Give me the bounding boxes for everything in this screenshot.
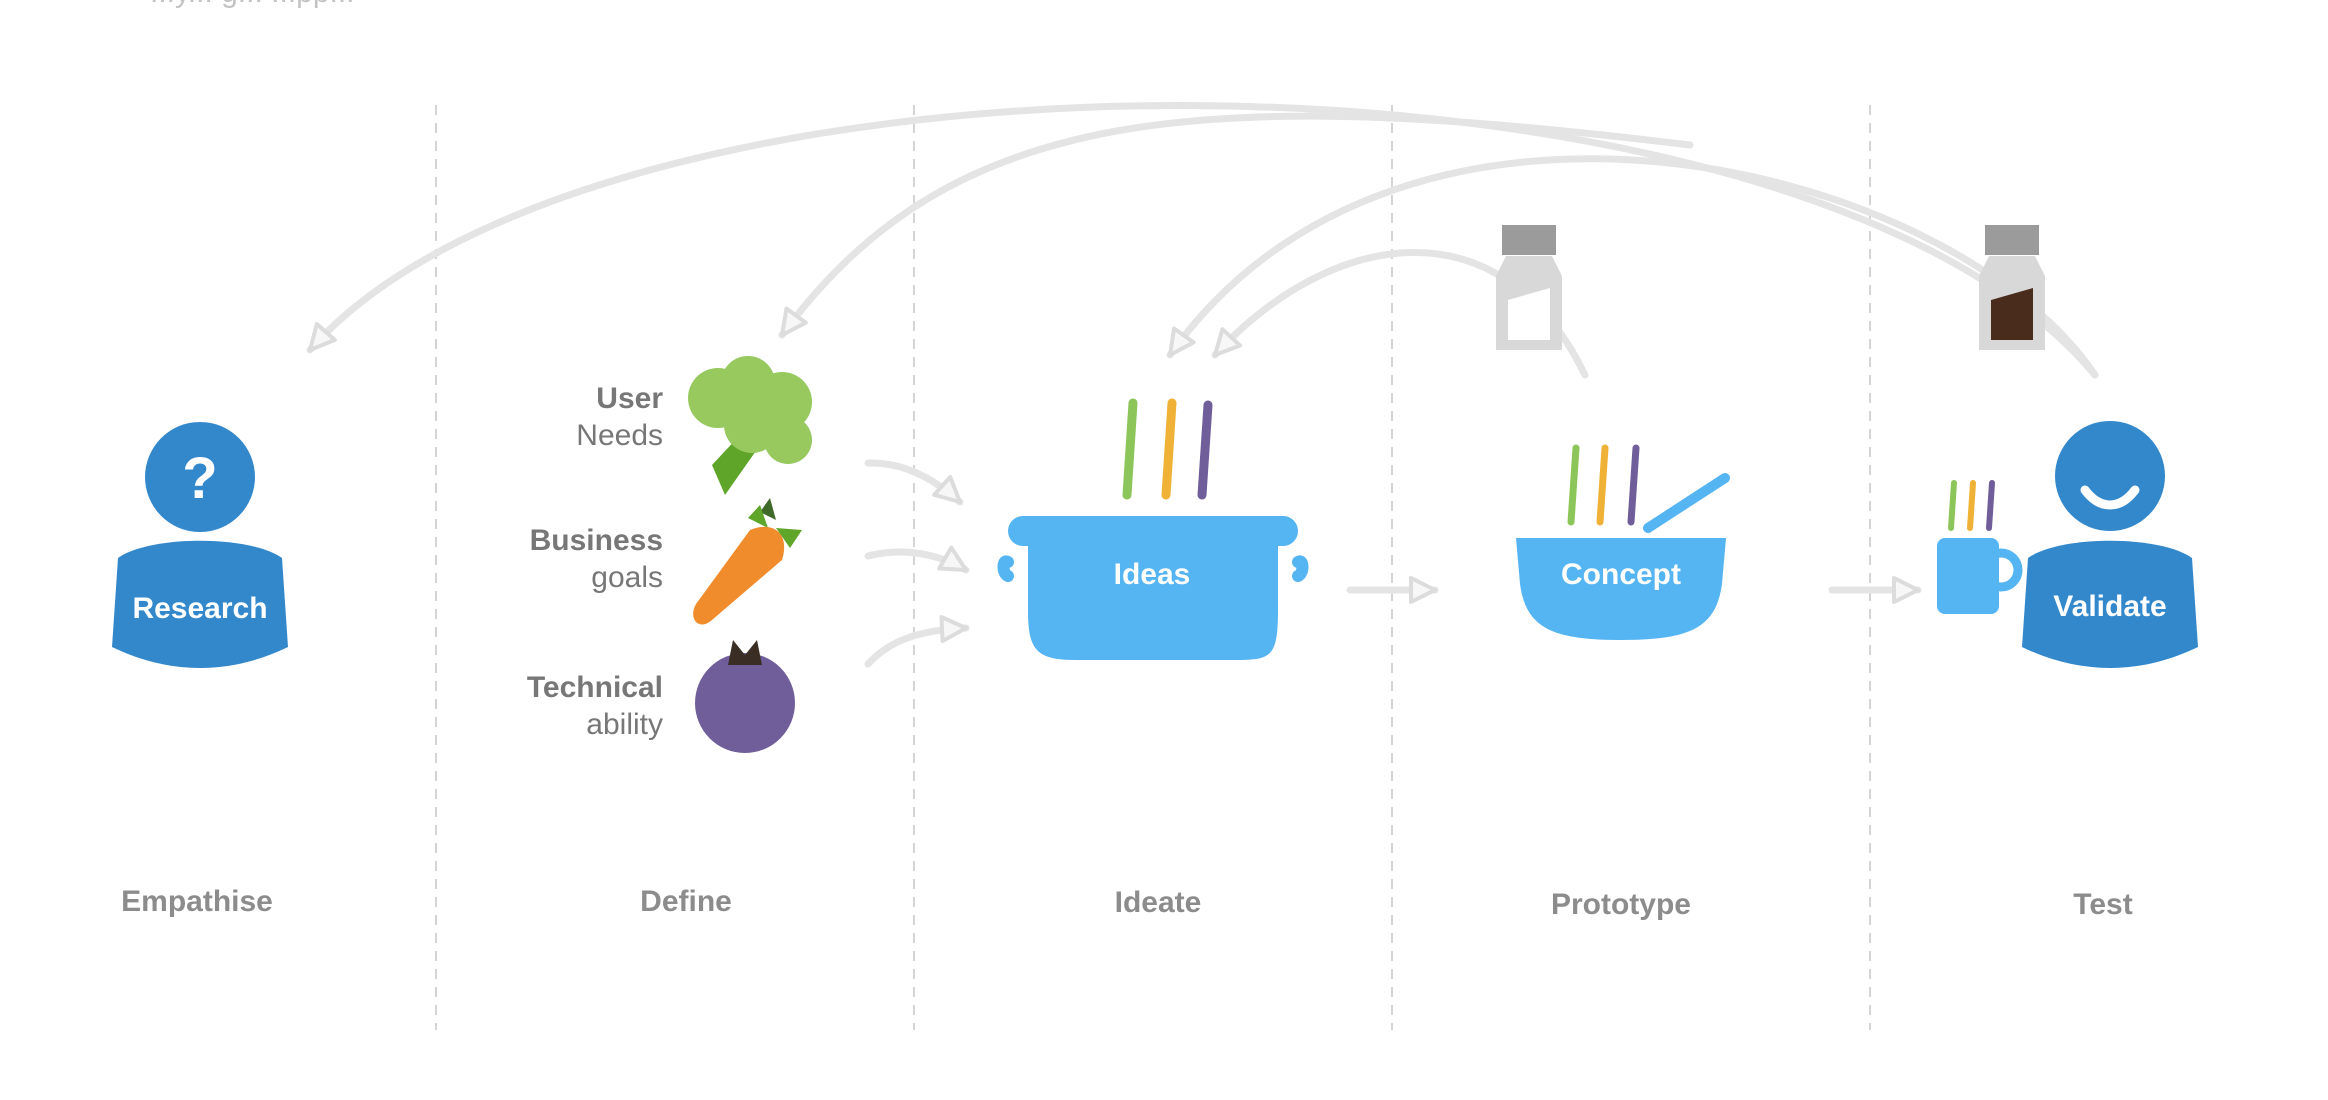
- arrow-user-needs: [864, 459, 964, 506]
- input-technical-bold: Technical: [527, 671, 663, 704]
- stage-label-define: Define: [640, 885, 732, 918]
- research-person-body: [112, 540, 288, 668]
- concept-label: Concept: [1561, 558, 1681, 591]
- stage-label-prototype: Prototype: [1551, 888, 1691, 921]
- header-fragment: ...y... g... ...pp...: [150, 0, 355, 9]
- pot-stick-orange: [1161, 398, 1177, 500]
- filled-jar-icon: [1979, 225, 2045, 350]
- smile-icon: [2080, 485, 2140, 510]
- stage-labels: Empathise Define Ideate Prototype Test: [121, 885, 2133, 921]
- input-user-regular: Needs: [576, 419, 663, 452]
- carrot-icon: [693, 498, 802, 625]
- validate-label: Validate: [2053, 590, 2166, 623]
- research-label: Research: [132, 592, 267, 625]
- bowl-stick-green: [1567, 444, 1580, 526]
- pot-stick-purple: [1197, 400, 1213, 500]
- bowl-spoon: [1643, 473, 1730, 533]
- eggplant-icon: [695, 640, 795, 753]
- mixing-bowl-icon: Concept: [1516, 444, 1730, 640]
- input-business-regular: goals: [591, 561, 663, 594]
- mug-stick-purple: [1986, 480, 1995, 531]
- arrow-technical-ability: [864, 615, 970, 668]
- loop-arrow-to-define: [778, 112, 1694, 339]
- input-technical-regular: ability: [586, 708, 663, 741]
- define-inputs: User Needs Business goals Technical abil…: [527, 356, 812, 753]
- input-user-bold: User: [596, 382, 663, 415]
- mug-stick-orange: [1967, 480, 1976, 531]
- question-mark-icon: ?: [182, 446, 217, 511]
- stage-label-ideate: Ideate: [1115, 886, 1202, 919]
- mug-stick-green: [1948, 480, 1957, 531]
- stage-label-empathise: Empathise: [121, 885, 273, 918]
- arrow-business-goals: [864, 545, 970, 574]
- ideas-label: Ideas: [1114, 558, 1191, 591]
- broccoli-icon: [688, 356, 812, 495]
- stage-label-test: Test: [2073, 888, 2132, 921]
- feedback-arrows: [306, 102, 2099, 379]
- loop-arrow-to-research: [306, 102, 2099, 379]
- bowl-stick-orange: [1596, 444, 1609, 526]
- research-person-icon: ? Research: [112, 422, 288, 668]
- input-arrows: [864, 459, 1922, 668]
- pot-stick-green: [1122, 398, 1138, 500]
- validate-person-body: [2022, 540, 2198, 668]
- input-business-bold: Business: [530, 524, 663, 557]
- mug-icon: [1937, 480, 2023, 614]
- validate-person-head: [2055, 421, 2165, 531]
- bowl-stick-purple: [1627, 444, 1640, 526]
- empty-jar-icon: [1496, 225, 1562, 350]
- cooking-pot-icon: Ideas: [997, 398, 1309, 660]
- research-person-head: [145, 422, 255, 532]
- validate-person-icon: Validate: [2022, 421, 2198, 668]
